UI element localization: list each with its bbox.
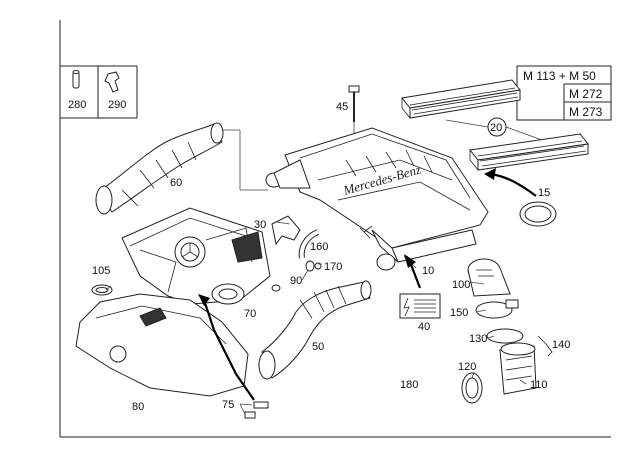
part-80-lower-cover [75,293,249,397]
part-40-warning-label [399,293,441,319]
leader-lines [105,221,527,385]
label-60: 60 [170,177,182,189]
label-45: 45 [336,101,348,113]
part-60-intake-duct [95,122,268,215]
part-110-sensor-tube [499,342,537,395]
label-140: 140 [552,339,570,351]
label-75: 75 [222,399,234,411]
part-100-air-mass-sensor [467,258,511,297]
label-130: 130 [469,333,487,345]
label-90: 90 [290,275,302,287]
part-45-bolt [348,85,360,134]
label-110: 110 [530,379,548,391]
label-100: 100 [452,279,470,291]
engine-code-table: M 113 + M 50 M 272 M 273 [516,65,612,121]
label-160: 160 [310,241,328,253]
part-15-seal-ring [519,201,557,227]
part-160-hose [298,229,320,259]
part-20-filter-elements [401,79,589,171]
part-140-clip [537,335,553,357]
label-50: 50 [312,341,324,353]
label-290: 290 [108,99,126,111]
part-280-pin [72,70,80,89]
part-50-intake-hose [258,280,372,380]
part-105-seal [91,284,113,296]
label-280: 280 [68,99,86,111]
part-150-clamp [475,299,519,319]
part-170-clip [314,262,322,270]
part-75-clips [239,401,269,419]
part-30-bracket [271,215,301,246]
part-290-grommet [104,71,120,93]
label-180: 180 [400,379,418,391]
label-10: 10 [422,265,434,277]
label-70: 70 [244,308,256,320]
engine-code-3: M 273 [569,105,603,119]
part-90-grommet [271,260,315,292]
label-20: 20 [490,122,502,134]
part-10-air-filter-housing: Mercedes-Benz [265,127,489,271]
part-labels: 280 290 45 20 15 60 30 160 170 90 105 10… [68,99,570,413]
assembly-arrows [198,168,537,401]
label-80: 80 [132,401,144,413]
label-105: 105 [92,265,110,277]
label-150: 150 [450,307,468,319]
label-170: 170 [324,261,342,273]
engine-code-1: M 113 + M 50 [523,69,596,83]
engine-code-2: M 272 [569,87,603,101]
label-40: 40 [418,321,430,333]
part-70-engine-cover [121,207,271,305]
label-120: 120 [458,361,476,373]
label-30: 30 [254,219,266,231]
label-15: 15 [538,187,550,199]
part-130-clamp [486,328,524,344]
